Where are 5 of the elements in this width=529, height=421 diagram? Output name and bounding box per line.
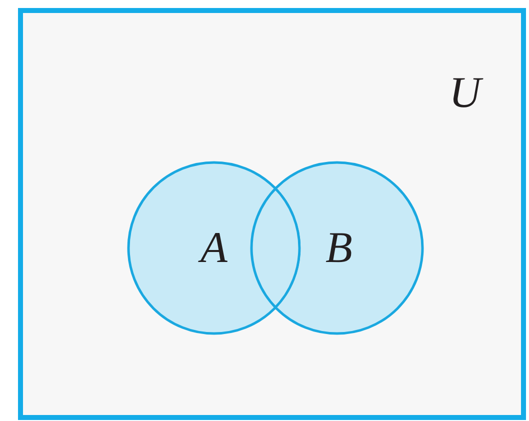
set-label: U (449, 71, 481, 115)
universal-set-rectangle (18, 8, 526, 420)
set-label: B (326, 226, 352, 270)
set-label: A (200, 226, 228, 270)
set-circle (250, 161, 424, 335)
